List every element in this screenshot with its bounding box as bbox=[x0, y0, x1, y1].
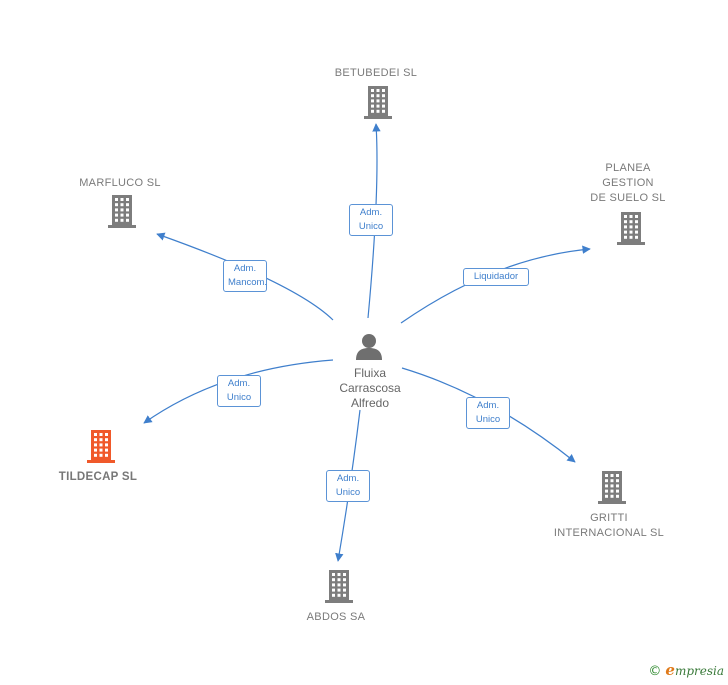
edge-planea bbox=[400, 245, 591, 324]
relation-label-abdos[interactable]: Adm. Unico bbox=[326, 470, 370, 502]
company-name-abdos[interactable]: ABDOS SA bbox=[306, 611, 366, 623]
building-icon[interactable] bbox=[364, 86, 392, 119]
building-icon[interactable] bbox=[617, 212, 645, 245]
building-icon[interactable] bbox=[87, 430, 115, 463]
relation-label-gritti[interactable]: Adm. Unico bbox=[466, 397, 510, 429]
relation-label-betubedei[interactable]: Adm. Unico bbox=[349, 204, 393, 236]
copyright-symbol: © bbox=[648, 664, 662, 679]
company-name-planea[interactable]: PLANEA GESTION DE SUELO SL bbox=[590, 162, 666, 204]
person-name[interactable]: Fluixa Carrascosa Alfredo bbox=[339, 366, 401, 410]
company-name-marfluco[interactable]: MARFLUCO SL bbox=[79, 177, 161, 189]
relation-label-planea[interactable]: Liquidador bbox=[463, 268, 529, 286]
edge-marfluco bbox=[156, 232, 334, 321]
person-icon[interactable] bbox=[356, 334, 382, 360]
company-name-gritti[interactable]: GRITTI INTERNACIONAL SL bbox=[553, 512, 665, 539]
building-icon[interactable] bbox=[598, 471, 626, 504]
company-name-tildecap[interactable]: TILDECAP SL bbox=[58, 471, 138, 483]
relation-label-tildecap[interactable]: Adm. Unico bbox=[217, 375, 261, 407]
relation-label-marfluco[interactable]: Adm. Mancom. bbox=[223, 260, 267, 292]
brand-name: mpresia bbox=[674, 664, 724, 678]
footer-brand: ©empresia bbox=[648, 661, 724, 679]
brand-initial: e bbox=[665, 661, 675, 679]
building-icon[interactable] bbox=[108, 195, 136, 228]
company-name-betubedei[interactable]: BETUBEDEI SL bbox=[334, 67, 418, 79]
nodes bbox=[87, 86, 645, 603]
building-icon[interactable] bbox=[325, 570, 353, 603]
